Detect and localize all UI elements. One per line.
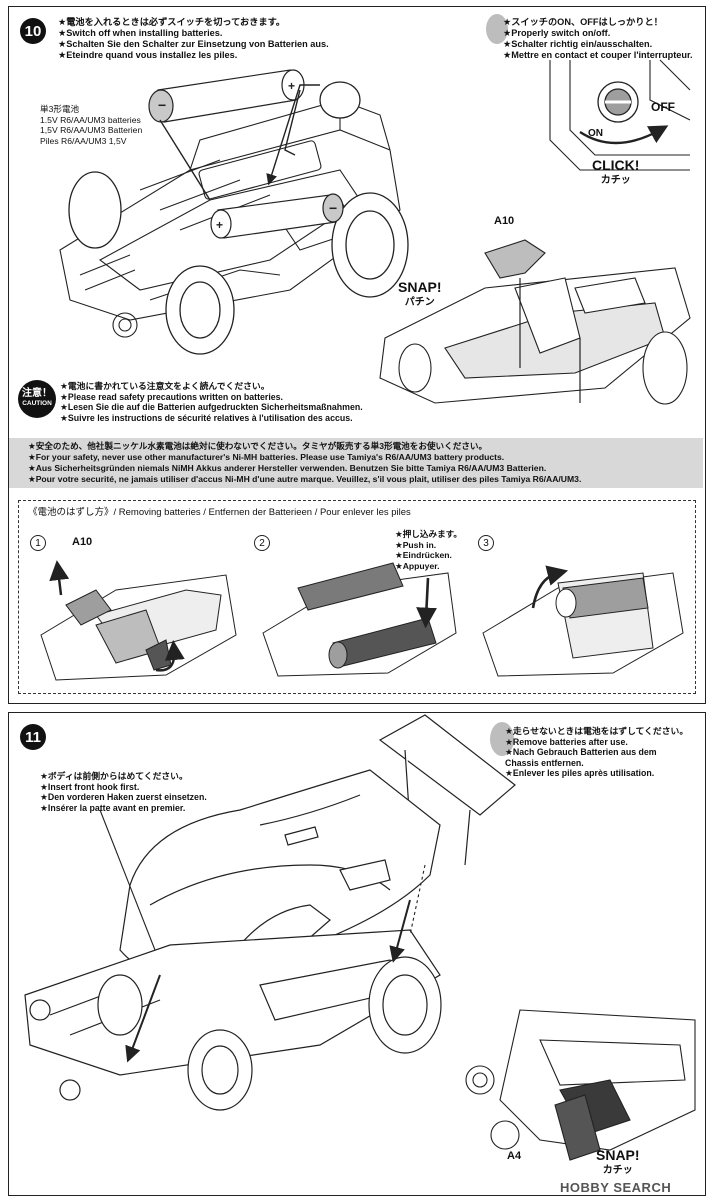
remove-note-fr: ★Enlever les piles après utilisation. — [505, 768, 655, 778]
body-attach-illustration — [24, 714, 516, 1111]
remove-step-2: 2 — [254, 535, 270, 551]
a4-snap-label: SNAP! カチッ — [596, 1148, 640, 1178]
remove-note-en: ★Remove batteries after use. — [505, 736, 628, 747]
snap-text: SNAP! — [398, 279, 442, 295]
switch-detail-illustration — [549, 59, 691, 171]
switch-off-note-fr: ★Eteindre quand vous installez les piles… — [58, 50, 238, 60]
snap-label: SNAP! パチン — [398, 280, 442, 310]
part-a4-label: A4 — [507, 1150, 522, 1162]
step-11-number: 11 — [20, 724, 46, 750]
body-note-fr: ★Insérer la patte avant en premier. — [40, 802, 186, 813]
caution-en: CAUTION — [22, 400, 52, 407]
a4-rear-detail-illustration — [465, 1009, 696, 1161]
battery-label-fr: Piles R6/AA/UM3 1,5V — [40, 135, 127, 146]
switch-off-note-de: ★Schalten Sie den Schalter zur Einsetzun… — [58, 39, 329, 49]
battery-label-en: 1.5V R6/AA/UM3 batteries — [40, 114, 141, 125]
removing-batteries-box — [18, 500, 696, 694]
remove-step-3: 3 — [478, 535, 494, 551]
body-note-de: ★Den vorderen Haken zuerst einsetzen. — [40, 792, 207, 802]
battery-label-de: 1,5V R6/AA/UM3 Batterien — [40, 125, 143, 135]
body-note-jp: ★ボディは前側からはめてください。 — [40, 771, 188, 781]
push-note-fr: ★Appuyer. — [395, 560, 440, 571]
svg-text:−: − — [158, 97, 166, 113]
safety-note-jp: ★安全のため、他社製ニッケル水素電池は絶対に使わないでください。タミヤが販売する… — [28, 441, 488, 451]
switch-note-fr: ★Mettre en contact et couper l'interrupt… — [503, 50, 693, 60]
caution-note-de: ★Lesen Sie die auf die Batterien aufgedr… — [60, 402, 363, 412]
chassis-battery-illustration: − + + − — [59, 69, 409, 355]
switch-note-de: ★Schalter richtig ein/ausschalten. — [503, 39, 653, 49]
remove-after-use-notes: ★走らせないときは電池をはずしてください。 ★Remove batteries … — [505, 726, 688, 779]
battery-label-jp: 単3形電池 — [40, 104, 80, 114]
snap-text-jp: パチン — [404, 297, 435, 308]
caution-note-fr: ★Suivre les instructions de sécurité rel… — [60, 412, 353, 423]
remove-note-de-2: Chassis entfernen. — [505, 757, 584, 768]
safety-band — [9, 438, 703, 488]
switch-note-jp: ★スイッチのON、OFFはしっかりと！ — [503, 17, 663, 27]
caution-notes: ★電池に書かれている注意文をよく読んでください。 ★Please read sa… — [60, 381, 363, 423]
a4-snap-text: SNAP! — [596, 1147, 640, 1163]
push-note-en: ★Push in. — [395, 539, 437, 550]
off-label: OFF — [651, 100, 675, 114]
watermark: HOBBY SEARCH — [560, 1180, 672, 1195]
switch-note-marker — [486, 14, 508, 44]
click-text-jp: カチッ — [600, 175, 631, 186]
body-notes: ★ボディは前側からはめてください。 ★Insert front hook fir… — [40, 771, 207, 813]
svg-text:+: + — [288, 79, 295, 93]
svg-text:+: + — [216, 218, 223, 232]
remove-note-marker — [490, 722, 514, 756]
caution-note-jp: ★電池に書かれている注意文をよく読んでください。 — [60, 381, 270, 391]
switch-off-note-en: ★Switch off when installing batteries. — [58, 28, 223, 38]
remove-note-de-1: ★Nach Gebrauch Batterien aus dem — [505, 747, 657, 757]
svg-text:−: − — [329, 200, 337, 216]
click-label: CLICK! カチッ — [592, 158, 639, 188]
body-note-en: ★Insert front hook first. — [40, 781, 140, 792]
safety-notes: ★安全のため、他社製ニッケル水素電池は絶対に使わないでください。タミヤが販売する… — [28, 441, 581, 485]
caution-badge: 注意！ CAUTION — [18, 380, 56, 418]
safety-note-de: ★Aus Sicherheitsgründen niemals NiMH Akk… — [28, 463, 547, 473]
a4-snap-text-jp: カチッ — [602, 1165, 633, 1176]
remove-step-1-illustration — [40, 560, 237, 681]
remove-step-1: 1 — [30, 535, 46, 551]
push-notes: ★押し込みます。 ★Push in. ★Eindrücken. ★Appuyer… — [395, 529, 462, 571]
remove-step-2-illustration — [262, 562, 457, 677]
remove-note-jp: ★走らせないときは電池をはずしてください。 — [505, 726, 689, 736]
step-10-number: 10 — [20, 18, 46, 44]
switch-notes: ★スイッチのON、OFFはしっかりと！ ★Properly switch on/… — [503, 17, 693, 61]
click-text: CLICK! — [592, 157, 640, 173]
battery-cover-snap-illustration — [379, 239, 691, 405]
remove-step-3-illustration — [482, 565, 684, 677]
battery-label: 単3形電池 1.5V R6/AA/UM3 batteries 1,5V R6/A… — [40, 104, 142, 146]
safety-note-en: ★For your safety, never use other manufa… — [28, 452, 505, 462]
switch-note-en: ★Properly switch on/off. — [503, 28, 611, 38]
switch-off-notes: ★電池を入れるときは必ずスイッチを切っておきます。 ★Switch off wh… — [58, 17, 329, 61]
safety-note-fr: ★Pour votre securité, ne jamais utiliser… — [28, 474, 582, 484]
removing-title: 《電池のはずし方》/ Removing batteries / Entferne… — [28, 507, 411, 518]
push-note-de: ★Eindrücken. — [395, 550, 452, 560]
remove-part-a10-label: A10 — [72, 536, 93, 548]
switch-off-note-jp: ★電池を入れるときは必ずスイッチを切っておきます。 — [58, 17, 286, 27]
caution-note-en: ★Please read safety precautions written … — [60, 391, 283, 402]
caution-jp: 注意！ — [22, 388, 52, 399]
part-a10-label: A10 — [494, 215, 515, 227]
on-label: ON — [588, 128, 603, 139]
push-note-jp: ★押し込みます。 — [395, 529, 463, 539]
